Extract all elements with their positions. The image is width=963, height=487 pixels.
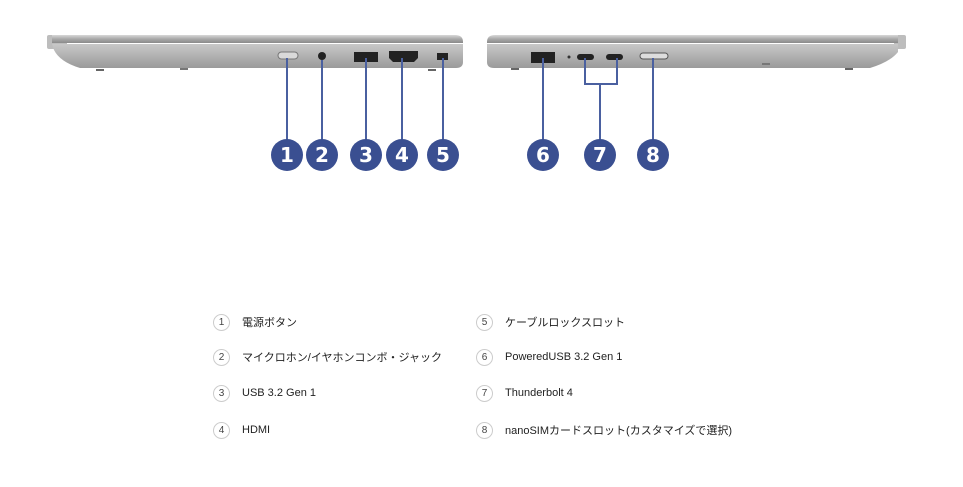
legend-item: 7 Thunderbolt 4 — [476, 383, 573, 403]
callout-7: 7 — [584, 139, 616, 171]
legend-label: Thunderbolt 4 — [505, 387, 573, 399]
laptop-ports-diagram: 1 2 3 4 5 6 7 8 — [47, 35, 906, 171]
callout-5: 5 — [427, 139, 459, 171]
legend-item: 6 PoweredUSB 3.2 Gen 1 — [476, 347, 622, 367]
callout-3: 3 — [350, 139, 382, 171]
thunderbolt-port-1 — [577, 54, 594, 60]
callout-1: 1 — [271, 139, 303, 171]
legend-label: HDMI — [242, 424, 271, 436]
legend-label: nanoSIMカードスロット(カスタマイズで選択) — [505, 425, 733, 437]
legend-number: 8 — [476, 421, 493, 439]
legend-number: 2 — [213, 348, 230, 366]
svg-text:8: 8 — [646, 143, 660, 167]
legend-number: 5 — [476, 313, 493, 331]
power-button-port — [277, 51, 299, 60]
usb-a-powered-port — [531, 52, 555, 63]
legend-number: 7 — [476, 384, 493, 402]
legend-number: 6 — [476, 348, 493, 366]
callout-lines — [286, 58, 654, 140]
callout-4: 4 — [386, 139, 418, 171]
legend-item: 2 マイクロホン/イヤホンコンボ・ジャック — [213, 347, 442, 367]
callout-2: 2 — [306, 139, 338, 171]
usb-a-port — [354, 52, 378, 62]
legend-item: 4 HDMI — [213, 420, 270, 440]
legend-item: 5 ケーブルロックスロット — [476, 312, 625, 332]
thunderbolt-port-2 — [606, 54, 623, 60]
legend-number: 4 — [213, 421, 230, 439]
audio-jack-port — [318, 52, 326, 60]
callout-8: 8 — [637, 139, 669, 171]
legend-label: マイクロホン/イヤホンコンボ・ジャック — [242, 352, 442, 364]
svg-text:7: 7 — [593, 143, 607, 167]
legend-number: 3 — [213, 384, 230, 402]
svg-text:4: 4 — [395, 143, 409, 167]
legend-label: PoweredUSB 3.2 Gen 1 — [505, 351, 623, 363]
svg-text:2: 2 — [315, 143, 329, 167]
hdmi-port — [389, 51, 418, 62]
lock-slot-port — [437, 53, 448, 60]
legend-number: 1 — [213, 313, 230, 331]
svg-text:6: 6 — [536, 143, 550, 167]
svg-text:1: 1 — [280, 143, 294, 167]
legend-label: ケーブルロックスロット — [505, 317, 626, 329]
svg-text:3: 3 — [359, 143, 373, 167]
legend-item: 3 USB 3.2 Gen 1 — [213, 383, 316, 403]
svg-text:5: 5 — [436, 143, 450, 167]
legend-item: 8 nanoSIMカードスロット(カスタマイズで選択) — [476, 420, 732, 440]
legend-label: USB 3.2 Gen 1 — [242, 387, 316, 399]
callout-6: 6 — [527, 139, 559, 171]
laptop-right-side — [487, 35, 906, 70]
laptop-left-side — [47, 35, 463, 71]
legend-label: 電源ボタン — [242, 317, 297, 329]
legend-item: 1 電源ボタン — [213, 312, 297, 332]
